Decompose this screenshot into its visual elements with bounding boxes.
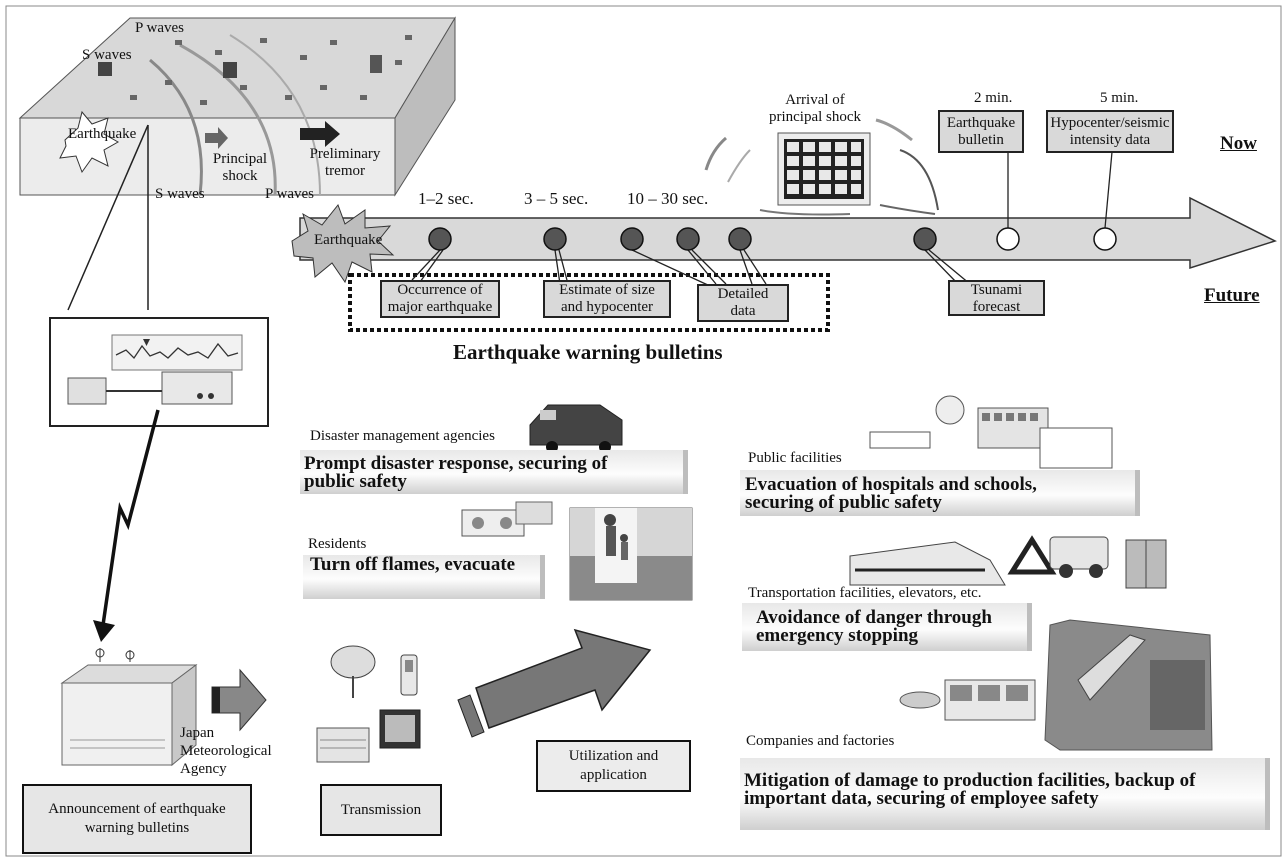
timeline-dot — [913, 227, 937, 251]
bulletins-dashed-frame — [348, 273, 830, 332]
arrow-icon — [211, 668, 267, 732]
public-facilities-label: Public facilities — [748, 450, 842, 466]
earthquake-burst-icon — [291, 203, 395, 284]
warning-triangle-icon — [1007, 535, 1057, 575]
p-waves-label-top: P waves — [135, 20, 185, 36]
hospital-school-illustration — [869, 395, 1113, 469]
factory-equipment-illustration — [899, 619, 1213, 751]
p-waves-label-bottom: P waves — [265, 186, 315, 202]
truck-illustration — [1049, 536, 1109, 578]
jma-building-illustration — [60, 648, 198, 767]
public-band — [740, 470, 1140, 516]
transportation-label: Transportation facilities, elevators, et… — [748, 585, 982, 601]
seismograph-illustration — [49, 317, 269, 427]
transport-band — [742, 603, 1032, 651]
companies-label: Companies and factories — [746, 733, 895, 749]
satellite-dish-icon — [330, 645, 376, 679]
disaster-band — [300, 450, 688, 494]
timeline-arrow — [291, 196, 1277, 284]
future-label: Future — [1204, 285, 1260, 306]
time-1-2-sec: 1–2 sec. — [418, 189, 474, 208]
stove-illustration — [461, 501, 553, 537]
ground-block-illustration — [18, 16, 456, 197]
timeline-dot — [543, 227, 567, 251]
public-action: Evacuation of hospitals and schools,secu… — [745, 474, 1037, 513]
bulletins-title: Earthquake warning bulletins — [453, 340, 723, 364]
transmission-box: Transmission — [320, 784, 442, 836]
two-min-label: 2 min. — [974, 90, 1013, 106]
s-waves-label-top: S waves — [82, 47, 132, 63]
now-label: Now — [1220, 133, 1257, 154]
timeline-dot — [728, 227, 752, 251]
companies-band — [740, 758, 1270, 830]
seismometer-icon — [98, 62, 112, 76]
outer-frame — [5, 5, 1282, 857]
residents-label: Residents — [308, 536, 367, 552]
residents-band — [303, 555, 545, 599]
ground-surface — [18, 17, 456, 119]
timeline-markers — [428, 227, 1117, 251]
residents-action: Turn off flames, evacuate — [310, 554, 516, 575]
timeline-dot-future — [996, 227, 1020, 251]
residents-photo-illustration — [569, 507, 693, 601]
timeline-dot-future — [1093, 227, 1117, 251]
ground-side-face — [394, 16, 456, 197]
timeline-dot — [676, 227, 700, 251]
seismometer-icon — [223, 62, 237, 78]
timeline-dot — [428, 227, 452, 251]
time-10-30-sec: 10 – 30 sec. — [627, 189, 709, 208]
disaster-agencies-label: Disaster management agencies — [310, 428, 495, 444]
timeline-earthquake-label: Earthquake — [314, 232, 383, 248]
time-3-5-sec: 3 – 5 sec. — [524, 189, 589, 208]
earthquake-burst-icon — [59, 110, 120, 174]
computer-icon — [316, 727, 370, 763]
earthquake-label: Earthquake — [68, 126, 137, 142]
transmission-bolt — [101, 409, 160, 626]
application-arrow — [457, 628, 652, 738]
arrow-icon — [205, 127, 228, 149]
companies-action: Mitigation of damage to production facil… — [744, 770, 1196, 809]
s-waves-label-bottom: S waves — [155, 186, 205, 202]
arrow-icon — [300, 121, 340, 147]
transmission-equipment-illustration — [316, 645, 421, 763]
train-illustration — [849, 541, 1006, 586]
shaking-building-illustration — [704, 118, 939, 216]
seismometer-icon — [370, 55, 382, 73]
fire-truck-illustration — [529, 404, 623, 453]
timeline-dot — [620, 227, 644, 251]
five-min-label: 5 min. — [1100, 90, 1139, 106]
elevator-illustration — [1125, 539, 1167, 589]
